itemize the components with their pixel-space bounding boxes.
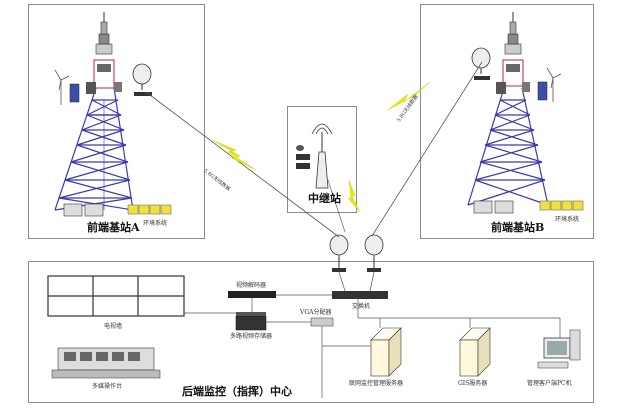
console-icon xyxy=(51,347,161,379)
relay-label: 中继站 xyxy=(308,192,341,205)
camera-a-icon xyxy=(86,12,122,94)
center-dish-right-icon xyxy=(364,234,384,272)
wind-turbine-b-icon xyxy=(546,67,562,102)
env-system-a-label: 环境系统 xyxy=(143,220,168,227)
site-b-panel xyxy=(420,4,594,239)
tower-a-icon xyxy=(54,87,134,211)
wind-turbine-a-icon xyxy=(54,69,70,105)
center-label: 后端监控（指挥）中心 xyxy=(182,385,292,398)
dvr-icon xyxy=(235,312,267,331)
env-system-b-label: 环境系统 xyxy=(555,216,580,223)
solar-panel-b-icon xyxy=(537,81,548,101)
lightning-relay-icon xyxy=(347,179,361,213)
gis-server-icon xyxy=(459,327,491,377)
switch-label: 交换机 xyxy=(352,303,371,310)
mgmt-server-icon xyxy=(370,327,402,377)
console-label: 多媒操作台 xyxy=(92,383,123,390)
satellite-dish-a-icon xyxy=(132,63,152,96)
mgmt-server-label: 联网监控管理服务器 xyxy=(349,380,404,387)
site-b-label: 前端基站B xyxy=(491,221,545,234)
relay-equipment-icon xyxy=(296,145,310,169)
lightning-link-b-icon xyxy=(387,81,431,111)
vga-splitter-icon xyxy=(310,317,334,327)
satellite-dish-b-icon xyxy=(471,47,491,80)
lightning-link-a-icon xyxy=(211,139,257,171)
camera-b-icon xyxy=(496,12,530,94)
decoder-icon xyxy=(228,291,276,298)
center-dish-left-icon xyxy=(329,234,349,272)
site-a-label: 前端基站A xyxy=(87,221,140,234)
relay-antenna-icon xyxy=(311,123,333,189)
solar-panel-a-icon xyxy=(69,83,80,103)
decoder-label: 视频解码器 xyxy=(236,282,267,289)
gis-server-label: GIS服务器 xyxy=(458,380,488,387)
env-equipment-b-icon xyxy=(473,200,584,214)
client-pc-icon xyxy=(537,329,581,369)
vga-label: VGA分配器 xyxy=(300,309,332,316)
video-wall-label: 电视墙 xyxy=(104,323,123,330)
env-equipment-a-icon xyxy=(63,203,172,217)
dvr-label: 多路视频存储器 xyxy=(230,333,273,340)
tower-b-icon xyxy=(467,87,549,206)
center-wiring xyxy=(184,271,561,398)
video-wall-icon xyxy=(47,275,185,317)
client-pc-label: 管理客户端PC机 xyxy=(527,380,572,387)
switch-icon xyxy=(332,291,388,299)
